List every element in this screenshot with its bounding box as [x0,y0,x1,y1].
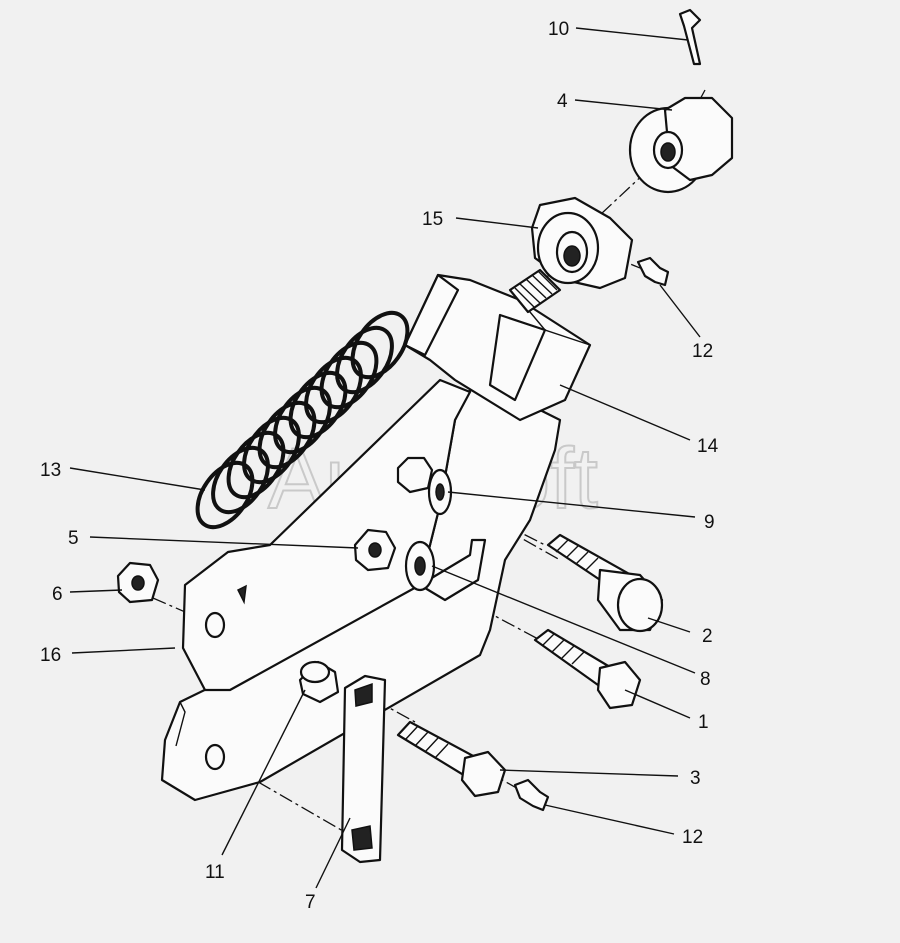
lever-block [403,273,592,422]
leader-lines [69,27,701,889]
bushing [298,660,340,704]
callout-1: 1 [698,712,709,733]
pedal-plate [181,378,472,692]
threaded-stud [508,268,562,314]
callout-14: 14 [697,436,719,457]
callout-15: 15 [422,209,443,230]
callout-3: 3 [690,768,701,789]
callout-4: 4 [557,91,568,112]
bearing-housing [530,196,634,290]
callouts: 10 4 15 12 14 13 9 5 6 2 16 8 1 3 12 11 … [40,19,719,913]
hex-nut-6 [116,561,160,604]
cotter-pin [678,8,702,66]
coil-spring [195,310,410,530]
hex-bolt [533,628,642,710]
callout-9: 9 [704,512,715,533]
bolt-with-nut [396,720,507,798]
callout-11: 11 [205,862,225,883]
shoulder-bolt [546,533,664,633]
castle-nut [628,96,734,194]
callout-5: 5 [68,528,79,549]
callout-2: 2 [702,626,713,647]
hex-nut-5 [353,528,397,572]
callout-6: 6 [52,584,63,605]
callout-8: 8 [700,669,711,690]
grease-nipple-lower [513,778,550,812]
washer-8 [404,540,436,592]
callout-16: 16 [40,645,61,666]
spring-coil [350,310,410,380]
callout-13: 13 [40,460,61,481]
link-plate [340,674,387,864]
callout-12-lower: 12 [682,827,703,848]
callout-12-upper: 12 [692,341,713,362]
callout-7: 7 [305,892,316,913]
grease-nipple-upper [636,256,670,287]
callout-10: 10 [548,19,569,40]
